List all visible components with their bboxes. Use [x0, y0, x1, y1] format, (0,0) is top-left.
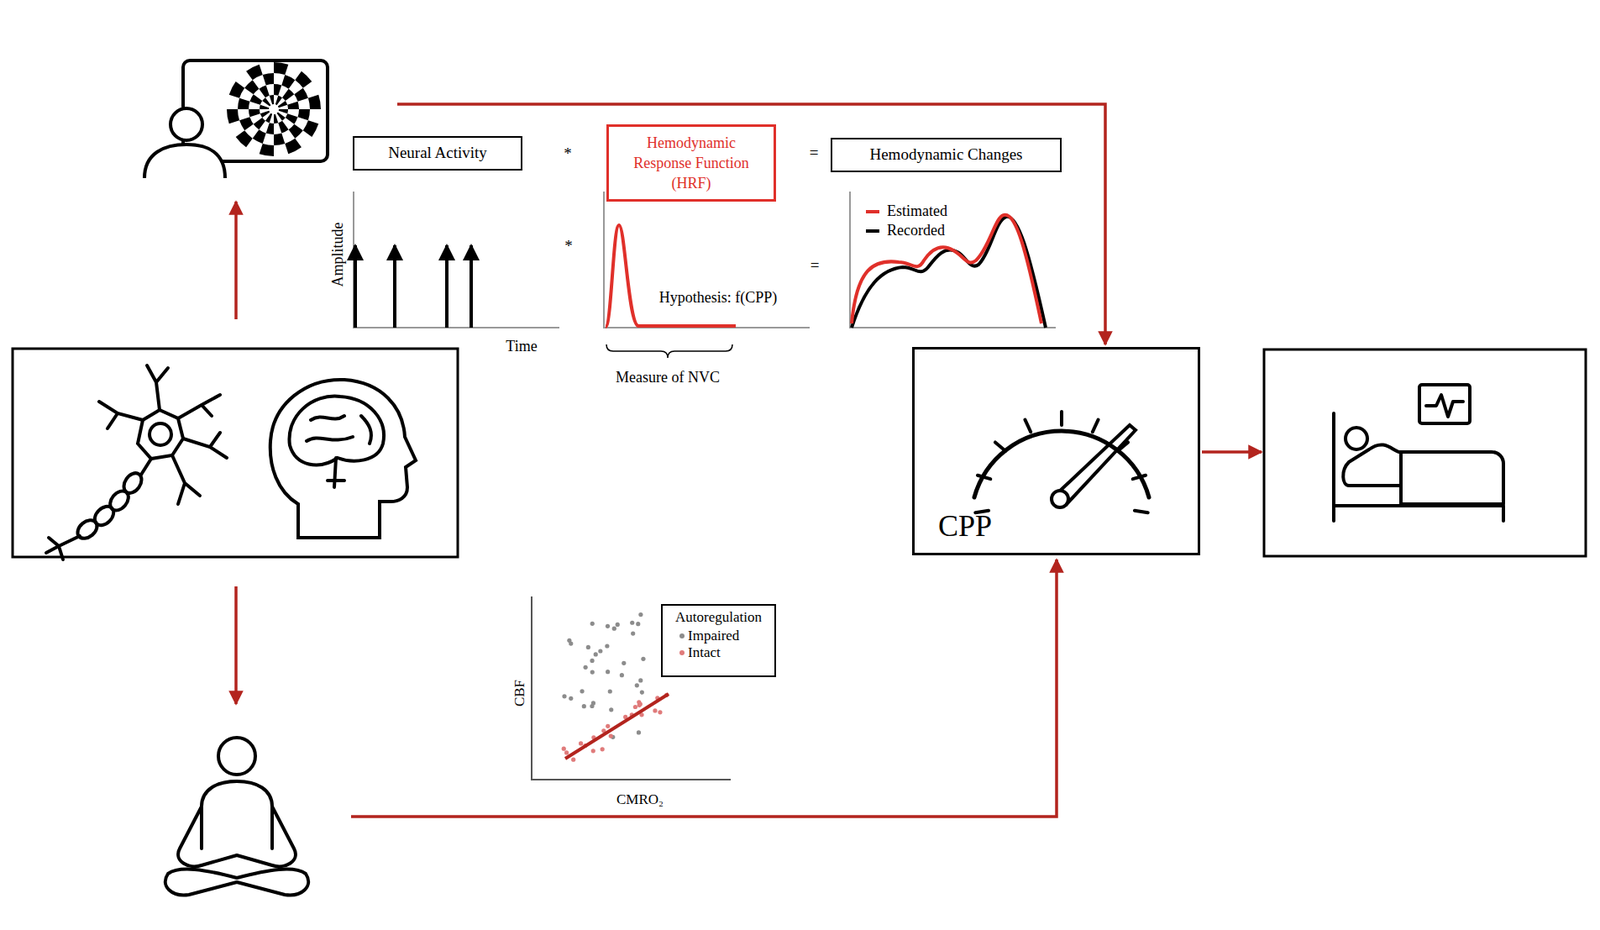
neural-activity-plot [353, 191, 560, 329]
hrf-box: Hemodynamic Response Function (HRF) [606, 124, 777, 202]
operator: = [810, 256, 820, 275]
legend-dot [679, 633, 685, 639]
legend-item: Intact [679, 644, 721, 661]
node-text: Hemodynamic Changes [869, 145, 1023, 165]
process-box: Neural Activity [352, 136, 523, 171]
axis-label: Amplitude [329, 222, 347, 288]
node-text: Neural Activity [388, 143, 488, 163]
operator: * [563, 144, 572, 163]
neuron-icon [46, 365, 227, 560]
legend-dot [679, 650, 685, 656]
icon-box [1264, 349, 1586, 557]
brain-head-icon [270, 379, 416, 538]
legend-text: Intact [687, 644, 721, 661]
meditator-icon [165, 737, 309, 895]
legend-text: Recorded [886, 221, 945, 240]
hypothesis-note: Hypothesis: f(CPP) [659, 288, 778, 307]
legend-box: AutoregulationImpairedIntact [660, 603, 777, 677]
hrf-plot [603, 191, 810, 358]
brace [606, 344, 733, 358]
hemodynamic-plot [849, 191, 1056, 329]
gauge-icon [974, 411, 1149, 513]
legend-item: Estimated [865, 202, 948, 221]
axis-label: CBF [511, 679, 529, 707]
flow-arrow [236, 104, 1262, 817]
axis-label: Time [505, 337, 537, 356]
legend-item: Recorded [865, 221, 945, 240]
operator: = [809, 143, 819, 163]
legend-item: Impaired [679, 627, 740, 645]
stimulus-icon [144, 60, 328, 179]
patient-icon [1333, 384, 1504, 521]
node-text: Hemodynamic Response Function (HRF) [619, 132, 764, 195]
brace-label: Measure of NVC [615, 368, 720, 387]
node-text: Autoregulation [675, 608, 762, 626]
legend-line [865, 229, 880, 233]
legend-text: Estimated [886, 202, 948, 221]
node-text: CPP [938, 508, 992, 545]
legend-line [865, 209, 880, 214]
process-box: Hemodynamic Changes [830, 137, 1062, 173]
icon-box [12, 348, 458, 557]
axis-label: CMRO₂ [616, 791, 664, 808]
operator: * [564, 236, 573, 256]
cpp-box: CPP [912, 346, 1201, 556]
legend-text: Impaired [687, 627, 740, 645]
